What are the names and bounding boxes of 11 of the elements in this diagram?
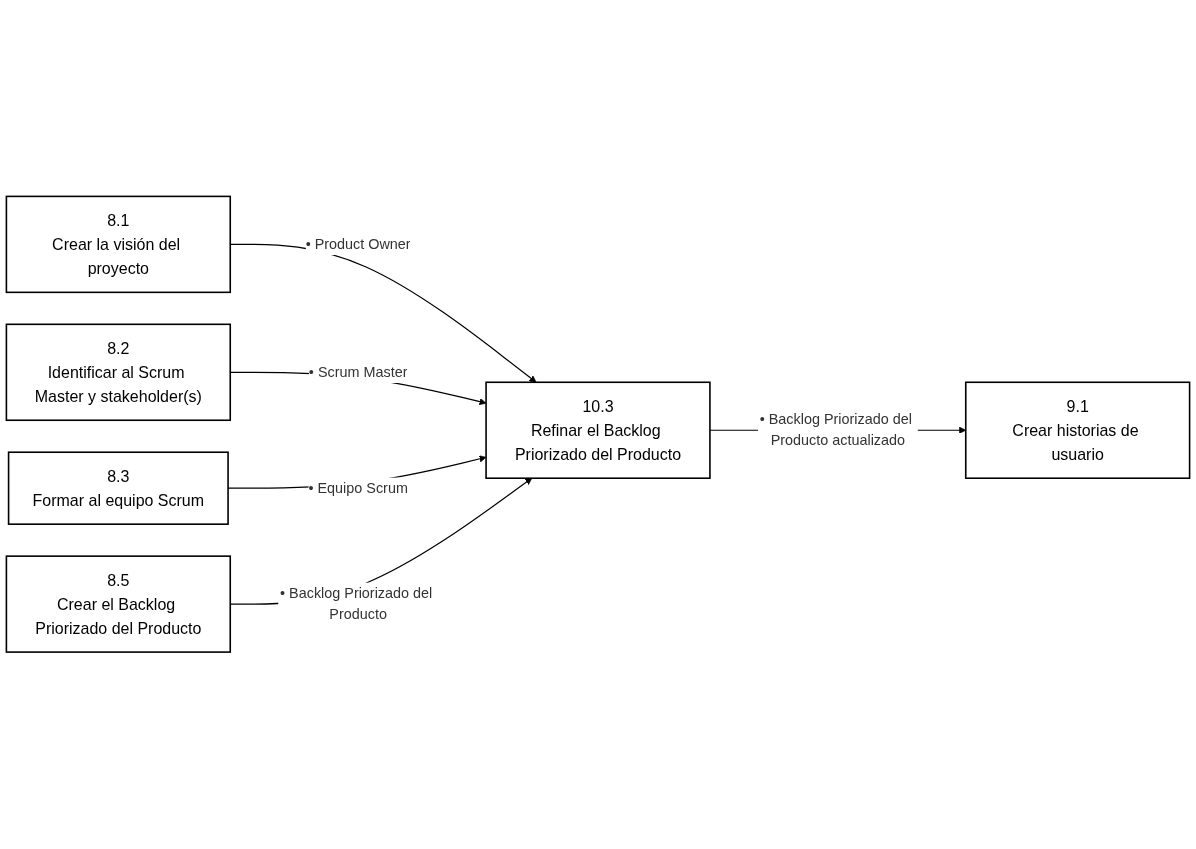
edge-label: • Backlog Priorizado del Producto actualizado	[759, 411, 912, 449]
edge-label: • Product Owner	[305, 236, 411, 253]
node-box: 10.3 Refinar el Backlog Priorizado del Producto	[485, 381, 711, 480]
node-box: 8.2 Identificar al Scrum Master y stakeholder(s)	[5, 323, 232, 422]
node-box: 8.5 Crear el Backlog Priorizado del Producto	[5, 555, 232, 654]
node-box: 8.3 Formar al equipo Scrum	[7, 451, 229, 526]
edge-label: • Backlog Priorizado del Producto	[280, 585, 433, 623]
node-box: 9.1 Crear historias de usuario	[964, 381, 1191, 480]
edge-label: • Equipo Scrum	[308, 480, 408, 497]
edge-label: • Scrum Master	[308, 364, 408, 381]
node-box: 8.1 Crear la visión del proyecto	[5, 195, 232, 294]
